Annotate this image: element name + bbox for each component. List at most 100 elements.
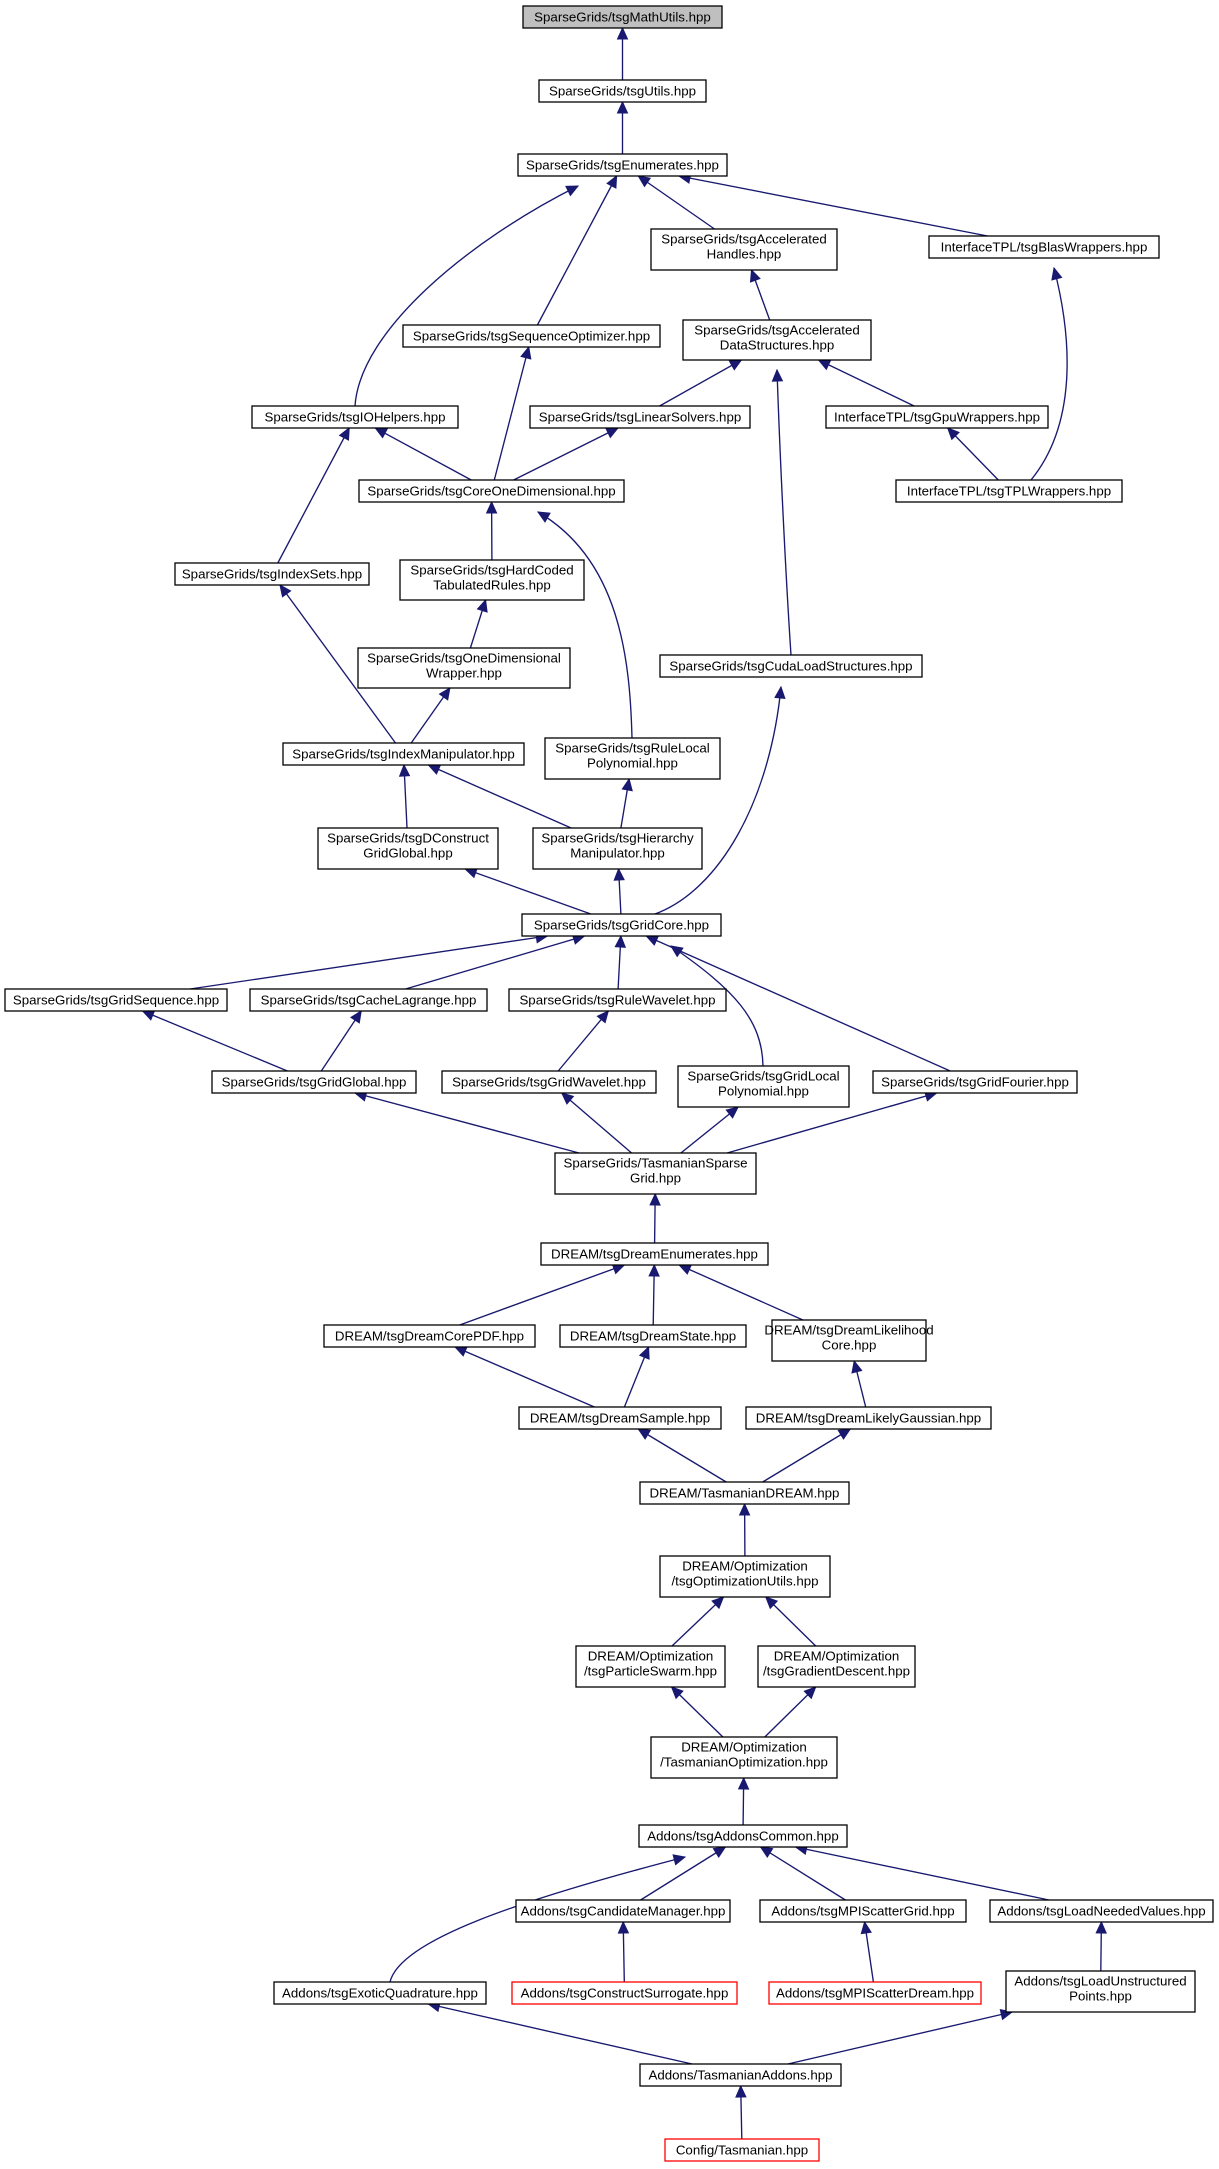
node-box (928, 235, 1160, 259)
node-label: Addons/tsgMPIScatterGrid.hpp (771, 1904, 954, 1919)
edge-dconstruct-to-gridcore (464, 867, 592, 915)
node-enumerates[interactable]: SparseGrids/tsgEnumerates.hpp (517, 153, 728, 177)
node-rulewavelet[interactable]: SparseGrids/tsgRuleWavelet.hpp (508, 988, 727, 1012)
edge-mpiscattergrid-to-mpiscatterdream (860, 1920, 875, 1983)
arrowhead-icon (946, 427, 960, 441)
node-label: InterfaceTPL/tsgTPLWrappers.hpp (907, 484, 1111, 499)
node-tasmanianaddons[interactable]: Addons/TasmanianAddons.hpp (639, 2063, 842, 2087)
node-label: InterfaceTPL/tsgBlasWrappers.hpp (941, 240, 1148, 255)
node-accdata[interactable]: SparseGrids/tsgAcceleratedDataStructures… (682, 319, 872, 361)
node-hardcoded[interactable]: SparseGrids/tsgHardCodedTabulatedRules.h… (399, 559, 585, 601)
node-cudaload[interactable]: SparseGrids/tsgCudaLoadStructures.hpp (659, 654, 923, 678)
node-label: Points.hpp (1069, 1989, 1132, 2004)
node-exoticquad[interactable]: Addons/tsgExoticQuadrature.hpp (273, 1981, 487, 2005)
node-candidatemgr[interactable]: Addons/tsgCandidateManager.hpp (515, 1899, 731, 1923)
node-dreamstate[interactable]: DREAM/tsgDreamState.hpp (559, 1324, 747, 1348)
arrowhead-icon (614, 934, 627, 948)
node-coreonedim[interactable]: SparseGrids/tsgCoreOneDimensional.hpp (358, 479, 625, 503)
node-graddescent[interactable]: DREAM/Optimization/tsgGradientDescent.hp… (757, 1645, 916, 1688)
node-tasmaniandream[interactable]: DREAM/TasmanianDREAM.hpp (639, 1481, 850, 1505)
edge-line (654, 686, 782, 915)
arrowhead-icon (605, 427, 619, 439)
arrowhead-icon (476, 598, 488, 613)
node-tasmanianopt[interactable]: DREAM/Optimization/TasmanianOptimization… (650, 1736, 838, 1779)
node-indexsets[interactable]: SparseGrids/tsgIndexSets.hpp (174, 562, 370, 586)
arrowhead-icon (427, 764, 442, 775)
node-box (771, 1319, 927, 1362)
edge-graddescent-to-tasmanianopt (764, 1686, 817, 1738)
node-box (251, 405, 459, 429)
node-constructsurr[interactable]: Addons/tsgConstructSurrogate.hpp (511, 1981, 738, 2005)
node-gridwavelet[interactable]: SparseGrids/tsgGridWavelet.hpp (441, 1070, 657, 1094)
node-box (522, 5, 723, 29)
arrowhead-icon (637, 1428, 652, 1440)
node-dreamcorepdf[interactable]: DREAM/tsgDreamCorePDF.hpp (323, 1324, 536, 1348)
node-iohelpers[interactable]: SparseGrids/tsgIOHelpers.hpp (251, 405, 459, 429)
node-addonscommon[interactable]: Addons/tsgAddonsCommon.hpp (638, 1824, 848, 1848)
node-label: Config/Tasmanian.hpp (676, 2143, 808, 2158)
node-gridcore[interactable]: SparseGrids/tsgGridCore.hpp (521, 913, 722, 937)
node-seqopt[interactable]: SparseGrids/tsgSequenceOptimizer.hpp (402, 324, 661, 348)
node-label: SparseGrids/tsgGridSequence.hpp (13, 993, 219, 1008)
edge-loadneeded-to-loadunstructured (1095, 1920, 1107, 1972)
node-label: SparseGrids/tsgGridWavelet.hpp (452, 1075, 646, 1090)
arrowhead-icon (596, 1010, 610, 1024)
node-box (872, 1070, 1078, 1094)
arrowhead-icon (711, 1596, 725, 1610)
node-box (544, 737, 721, 780)
node-dreamenum[interactable]: DREAM/tsgDreamEnumerates.hpp (540, 1242, 769, 1266)
node-indexmanip[interactable]: SparseGrids/tsgIndexManipulator.hpp (282, 742, 525, 766)
node-utils[interactable]: SparseGrids/tsgUtils.hpp (538, 79, 707, 103)
node-box (1005, 1970, 1196, 2013)
edge-line (454, 1346, 595, 1408)
edge-line (795, 1846, 1050, 1901)
arrowhead-icon (678, 1264, 693, 1275)
node-particleswarm[interactable]: DREAM/Optimization/tsgParticleSwarm.hpp (575, 1645, 726, 1688)
edge-enumerates-to-blaswrappers (677, 172, 988, 237)
edge-line (464, 868, 592, 915)
node-loadneeded[interactable]: Addons/tsgLoadNeededValues.hpp (989, 1899, 1214, 1923)
node-box (989, 1899, 1214, 1923)
node-box (639, 2063, 842, 2087)
edge-line (659, 359, 742, 407)
node-blaswrappers[interactable]: InterfaceTPL/tsgBlasWrappers.hpp (928, 235, 1160, 259)
arrowhead-icon (560, 1092, 575, 1105)
node-box (323, 1324, 536, 1348)
edge-line (190, 935, 548, 990)
arrowhead-icon (837, 1428, 852, 1440)
edge-dreamenum-to-dreamstate (648, 1263, 660, 1326)
node-linsolvers[interactable]: SparseGrids/tsgLinearSolvers.hpp (529, 405, 751, 429)
node-gridglobal[interactable]: SparseGrids/tsgGridGlobal.hpp (211, 1070, 417, 1094)
node-dreamlikegauss[interactable]: DREAM/tsgDreamLikelyGaussian.hpp (745, 1406, 992, 1430)
edge-line (726, 1092, 937, 1154)
node-cachelagrange[interactable]: SparseGrids/tsgCacheLagrange.hpp (249, 988, 488, 1012)
edge-line (428, 2003, 693, 2065)
node-tplwrappers[interactable]: InterfaceTPL/tsgTPLWrappers.hpp (895, 479, 1123, 503)
node-optutils[interactable]: DREAM/Optimization/tsgOptimizationUtils.… (659, 1555, 831, 1598)
node-box (249, 988, 488, 1012)
node-gridfourier[interactable]: SparseGrids/tsgGridFourier.hpp (872, 1070, 1078, 1094)
node-gridsequence[interactable]: SparseGrids/tsgGridSequence.hpp (4, 988, 228, 1012)
node-tasmanian[interactable]: Config/Tasmanian.hpp (664, 2138, 820, 2162)
node-mathutils[interactable]: SparseGrids/tsgMathUtils.hpp (522, 5, 723, 29)
node-dreamsample[interactable]: DREAM/tsgDreamSample.hpp (518, 1406, 722, 1430)
node-box (682, 319, 872, 361)
node-box (650, 228, 838, 271)
edge-gridlocal-to-tasmaniansparse (680, 1106, 740, 1154)
node-gpuwrappers[interactable]: InterfaceTPL/tsgGpuWrappers.hpp (825, 405, 1049, 429)
edge-cachelagrange-to-gridglobal (320, 1009, 362, 1072)
node-mpiscattergrid[interactable]: Addons/tsgMPIScatterGrid.hpp (759, 1899, 967, 1923)
edge-tasmanianopt-to-addonscommon (737, 1776, 750, 1826)
edge-gridsequence-to-gridglobal (141, 1010, 288, 1072)
node-box (529, 405, 751, 429)
node-mpiscatterdream[interactable]: Addons/tsgMPIScatterDream.hpp (768, 1981, 982, 2005)
